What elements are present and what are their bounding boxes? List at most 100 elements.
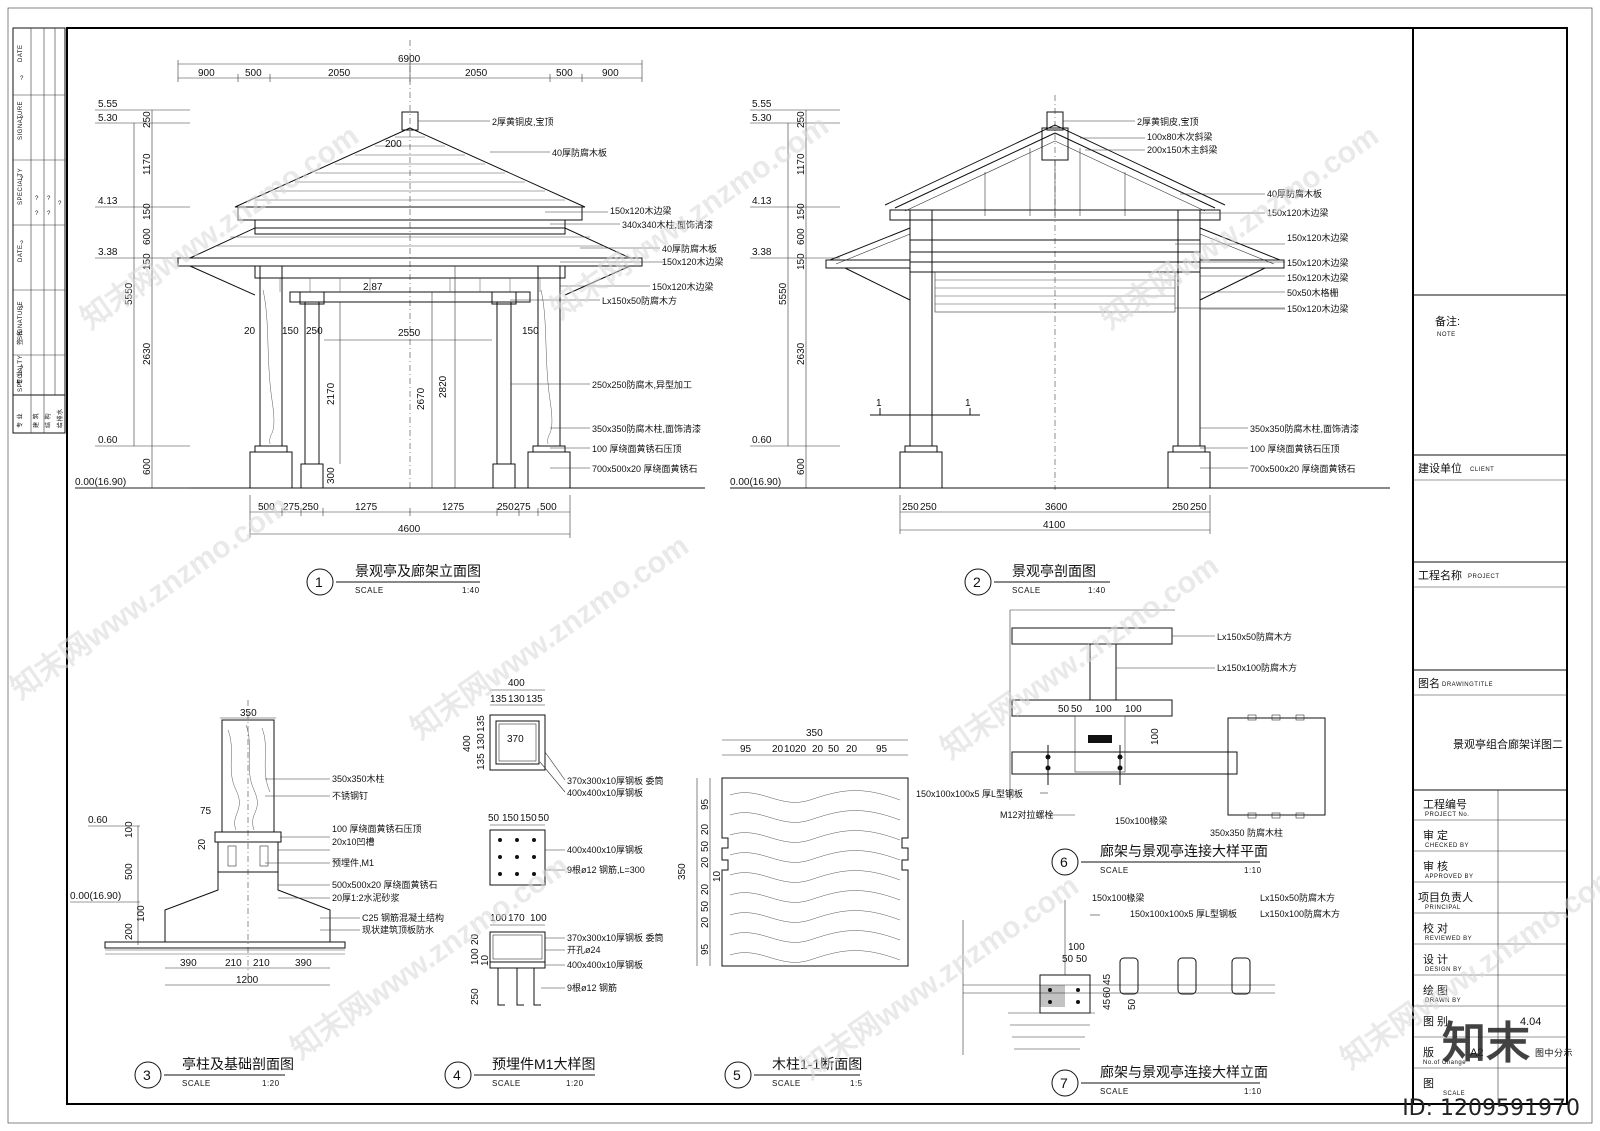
dim: 170 [508,913,525,924]
dim: 20 [700,916,711,928]
callout: 350x350防腐木柱,面饰清漆 [1250,423,1359,434]
view-scale: 1:20 [566,1079,584,1088]
row-category: 图 别 [1423,1015,1448,1028]
dim: 1275 [355,502,378,513]
dim: 50 [828,744,840,755]
strip-specialty-plumbing: 给排水 [56,408,64,428]
strip-col-name: 签 名 [16,330,24,345]
view-number: 4 [453,1067,461,1083]
level: 0.00(16.90) [730,477,781,488]
dim: 2820 [438,375,449,398]
strip-header-date-2: DATE [18,244,24,262]
level: 4.13 [98,196,118,207]
level: 4.13 [752,196,772,207]
dim: 500 [258,502,275,513]
dim: 130 [476,733,487,750]
level-marks [75,109,190,489]
callout: 150x120木边梁 [1267,207,1329,218]
row-scale: 图 [1423,1077,1434,1090]
view-number: 2 [973,574,981,590]
dim: 135 [476,715,487,732]
view-number: 1 [315,574,323,590]
dim: 50 [700,900,711,912]
dim: 100 [1150,728,1161,745]
callout: 2厚黄铜皮,宝顶 [1137,116,1199,127]
callout: 150x120木边梁 [1287,232,1349,243]
view-number: 7 [1060,1075,1068,1091]
watermark: 知末网www.znzmo.com [795,869,1085,1086]
callout: 9根ø12 钢筋,L=300 [567,864,645,875]
dim: 50 [1058,704,1070,715]
upper-roof-boards [255,136,565,201]
view-scale-word: SCALE [355,586,384,595]
level: 0.00(16.90) [70,891,121,902]
dim: 2630 [796,342,807,365]
level: 5.30 [752,113,772,124]
sheet-size: A2 [1470,1047,1483,1059]
dim: 500 [124,863,135,880]
dim: 130 [508,694,525,705]
view-1-elevation: 6900 900 500 2050 2050 500 900 5.55 5.30… [75,40,724,596]
callout: Lx150x50防腐木方 [1260,892,1335,903]
dim: 210 [253,958,270,969]
dim: 5550 [124,282,135,305]
row-drawn: 绘 图 [1423,983,1448,997]
bottom-dim-ticks [249,495,571,538]
dim: 20 [700,856,711,868]
callout: 现状建筑顶板防水 [362,924,434,935]
level: 5.55 [98,99,118,110]
dim: 2630 [142,342,153,365]
view-3-footing: 350 0.60 0.00(16.90) 75 20 100 500 200 1… [70,700,444,1089]
cut-mark: 1 [876,398,882,409]
view-title: 木柱1-1断面图 [772,1056,862,1072]
dim: 95 [876,744,888,755]
dim: 200 [385,139,402,150]
callout: 40厚防腐木板 [1267,188,1322,199]
row-design: 设 计 [1423,953,1448,966]
strip-mark: ? [20,366,24,372]
dim: 20 [772,744,784,755]
callout: 250x250防腐木,异型加工 [592,379,692,390]
strip-col-specialty: 专 业 [16,370,24,385]
dim: 250 [1190,502,1207,513]
callout: 50x50木格栅 [1287,287,1339,298]
dim: 10 [784,744,796,755]
top-dim-ticks [177,60,643,82]
callout: 9根ø12 钢筋 [567,982,617,993]
dim: 350 [806,728,823,739]
dim: 250 [920,502,937,513]
dim: 135 [526,694,543,705]
dim: 20 [795,744,807,755]
dim: 50 [1071,704,1083,715]
dim: 20 [470,933,481,945]
dim: 100 [1125,704,1142,715]
dim: 50 [1127,998,1138,1010]
callout: Lx150x100防腐木方 [1217,662,1297,673]
view-title: 亭柱及基础剖面图 [182,1056,294,1072]
section-level-marks [750,109,840,447]
dim: 3600 [1045,502,1068,513]
watermark: 知末网www.znzmo.com [5,489,295,706]
outer-border [7,7,1593,1124]
dim: 135 [490,694,507,705]
view-number: 5 [733,1067,741,1083]
dim: 150 [520,813,537,824]
dim: 350 [240,708,257,719]
dim: 2550 [398,328,421,339]
level: 0.00(16.90) [75,477,126,488]
callout: 40厚防腐木板 [552,147,607,158]
dim: 95 [700,798,711,810]
dim: 400 [462,735,473,752]
dim: 500 [245,68,262,79]
dim: 400 [508,678,525,689]
view-scale-word: SCALE [182,1079,211,1088]
view-scale-word: SCALE [772,1079,801,1088]
view-scale-word: SCALE [1100,1087,1129,1096]
rebar-dots [498,838,536,876]
dim: 20 [197,838,208,850]
dim: 600 [142,458,153,475]
strip-header-signature: SIGNATURE [18,101,24,140]
left-revision-strip: DATE SIGNATURE SPECIALTY DATE SIGNATURE … [12,27,66,434]
title-block-rows: 工程编号 PROJECT No. 审 定 CHECKED BY 审 核 APPR… [1413,797,1573,1097]
dim: 50 [488,813,500,824]
